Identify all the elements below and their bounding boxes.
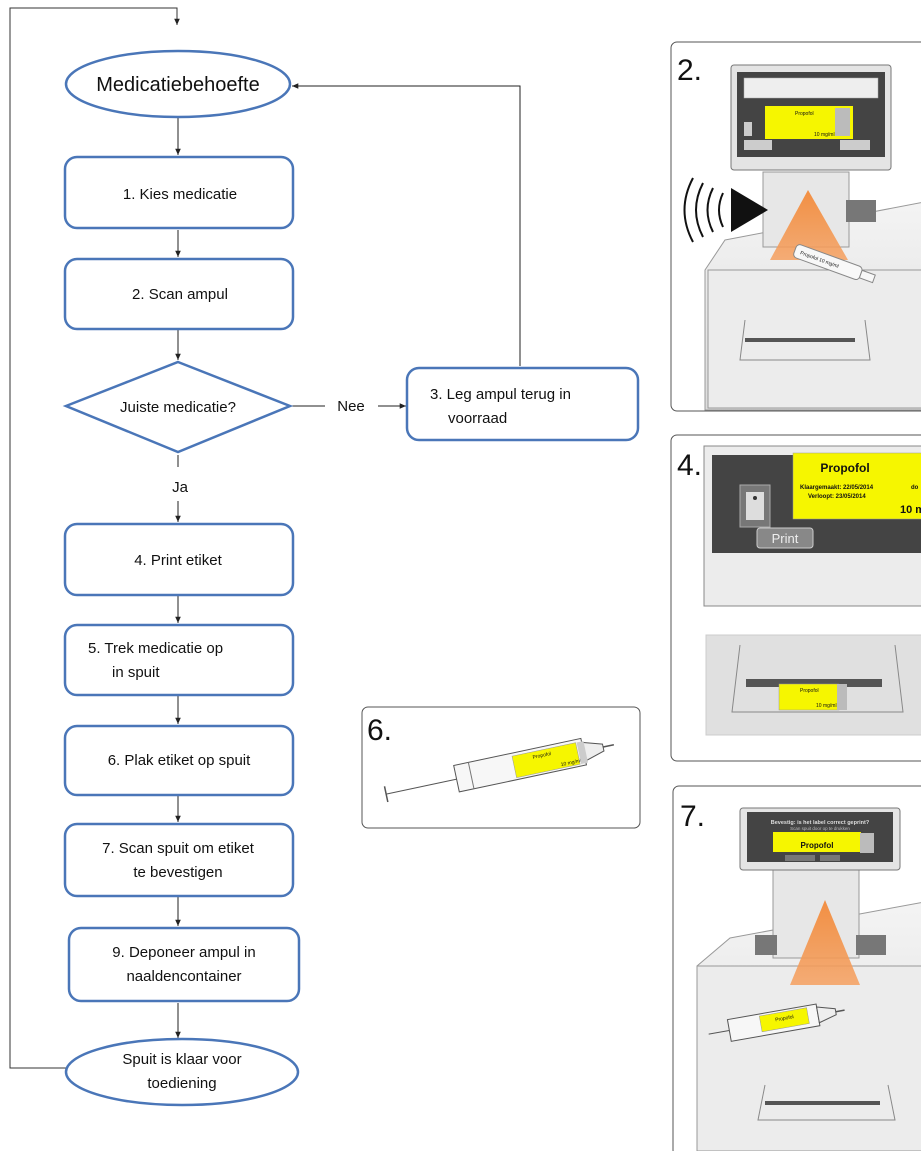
p4-label-expires: Verloopt: 23/05/2014 bbox=[808, 494, 866, 500]
step-7-node: 7. Scan spuit om etiket te bevestigen bbox=[63, 822, 295, 898]
panel-4-number: 4. bbox=[677, 449, 702, 482]
syringe-illustration: Propofol 10 mg/ml bbox=[383, 737, 615, 803]
p4-small-label-conc: 10 mg/ml bbox=[816, 703, 837, 709]
p7-screen-title: Bevestig: is het label correct geprint? bbox=[771, 820, 870, 826]
start-node-text: Medicatiebehoefte bbox=[96, 74, 259, 96]
p2-label-drug: Propofol bbox=[795, 111, 814, 117]
syringe-label-conc: 10 mg/ml bbox=[560, 758, 581, 768]
p4-label-prepared: Klaargemaakt: 22/05/2014 bbox=[800, 485, 874, 491]
decision-text: Juiste medicatie? bbox=[120, 399, 236, 416]
end-text-line1: Spuit is klaar voor bbox=[122, 1051, 241, 1068]
step-9-text-line2: naaldencontainer bbox=[126, 968, 241, 985]
p4-label-drug: Propofol bbox=[820, 461, 869, 475]
yes-label: Ja bbox=[172, 479, 189, 496]
step-7-text-line2: te bevestigen bbox=[133, 864, 222, 881]
step-5-node: 5. Trek medicatie op in spuit bbox=[63, 623, 295, 697]
p7-syringe-label: Propofol bbox=[775, 1014, 794, 1023]
p4-label-conc: 10 m bbox=[900, 504, 921, 516]
step-4-node: 4. Print etiket bbox=[63, 522, 295, 597]
p4-small-label-drug: Propofol bbox=[800, 688, 819, 694]
decision-node: Juiste medicatie? bbox=[62, 360, 294, 454]
step-3-node: 3. Leg ampul terug in voorraad bbox=[405, 366, 640, 442]
print-button[interactable]: Print bbox=[772, 531, 799, 546]
p7-label-drug: Propofol bbox=[801, 841, 834, 850]
step-9-node: 9. Deponeer ampul in naaldencontainer bbox=[67, 926, 301, 1003]
panel-2-number: 2. bbox=[677, 54, 702, 87]
syringe-label-drug: Propofol bbox=[532, 751, 551, 761]
panel-4: 4. Print Propofol Klaargemaakt: 22/05/20… bbox=[670, 434, 921, 762]
step-5-text-line2: in spuit bbox=[112, 664, 160, 681]
nfc-signal-icon bbox=[683, 177, 768, 243]
step-2-text: 2. Scan ampul bbox=[132, 286, 228, 303]
step-9-text-line1: 9. Deponeer ampul in bbox=[112, 944, 255, 961]
panel-7-number: 7. bbox=[680, 800, 705, 833]
step-7-text-line1: 7. Scan spuit om etiket bbox=[102, 840, 255, 857]
start-node: Medicatiebehoefte bbox=[64, 49, 292, 119]
flow-arrows bbox=[175, 83, 521, 1038]
step-4-text: 4. Print etiket bbox=[134, 552, 222, 569]
step-3-text-line2: voorraad bbox=[448, 410, 507, 427]
p4-label-dose: do bbox=[911, 485, 919, 491]
end-text-line2: toediening bbox=[147, 1075, 216, 1092]
no-label: Nee bbox=[337, 398, 365, 415]
step-1-text: 1. Kies medicatie bbox=[123, 186, 237, 203]
panel-6-number: 6. bbox=[367, 714, 392, 747]
step-6-text: 6. Plak etiket op spuit bbox=[108, 752, 251, 769]
step-2-node: 2. Scan ampul bbox=[63, 257, 295, 331]
p7-screen-subtitle: Scan spuit door op te drukken bbox=[790, 826, 850, 831]
p2-label-conc: 10 mg/ml bbox=[814, 132, 835, 138]
step-3-text-line1: 3. Leg ampul terug in bbox=[430, 386, 571, 403]
panel-6: 6. Propofol 10 mg/ml bbox=[361, 706, 641, 829]
step-1-node: 1. Kies medicatie bbox=[63, 155, 295, 230]
panel-7: 7. Bevestig: is het label correct geprin… bbox=[672, 785, 921, 1151]
step-6-node: 6. Plak etiket op spuit bbox=[63, 724, 295, 797]
p7-syringe-illustration: Propofol bbox=[708, 1003, 845, 1042]
panel-2: 2. Propofol 10 mg/ml Propofol 10 mg/ml bbox=[670, 41, 921, 412]
step-5-text-line1: 5. Trek medicatie op bbox=[88, 640, 223, 657]
end-node: Spuit is klaar voor toediening bbox=[64, 1037, 300, 1107]
